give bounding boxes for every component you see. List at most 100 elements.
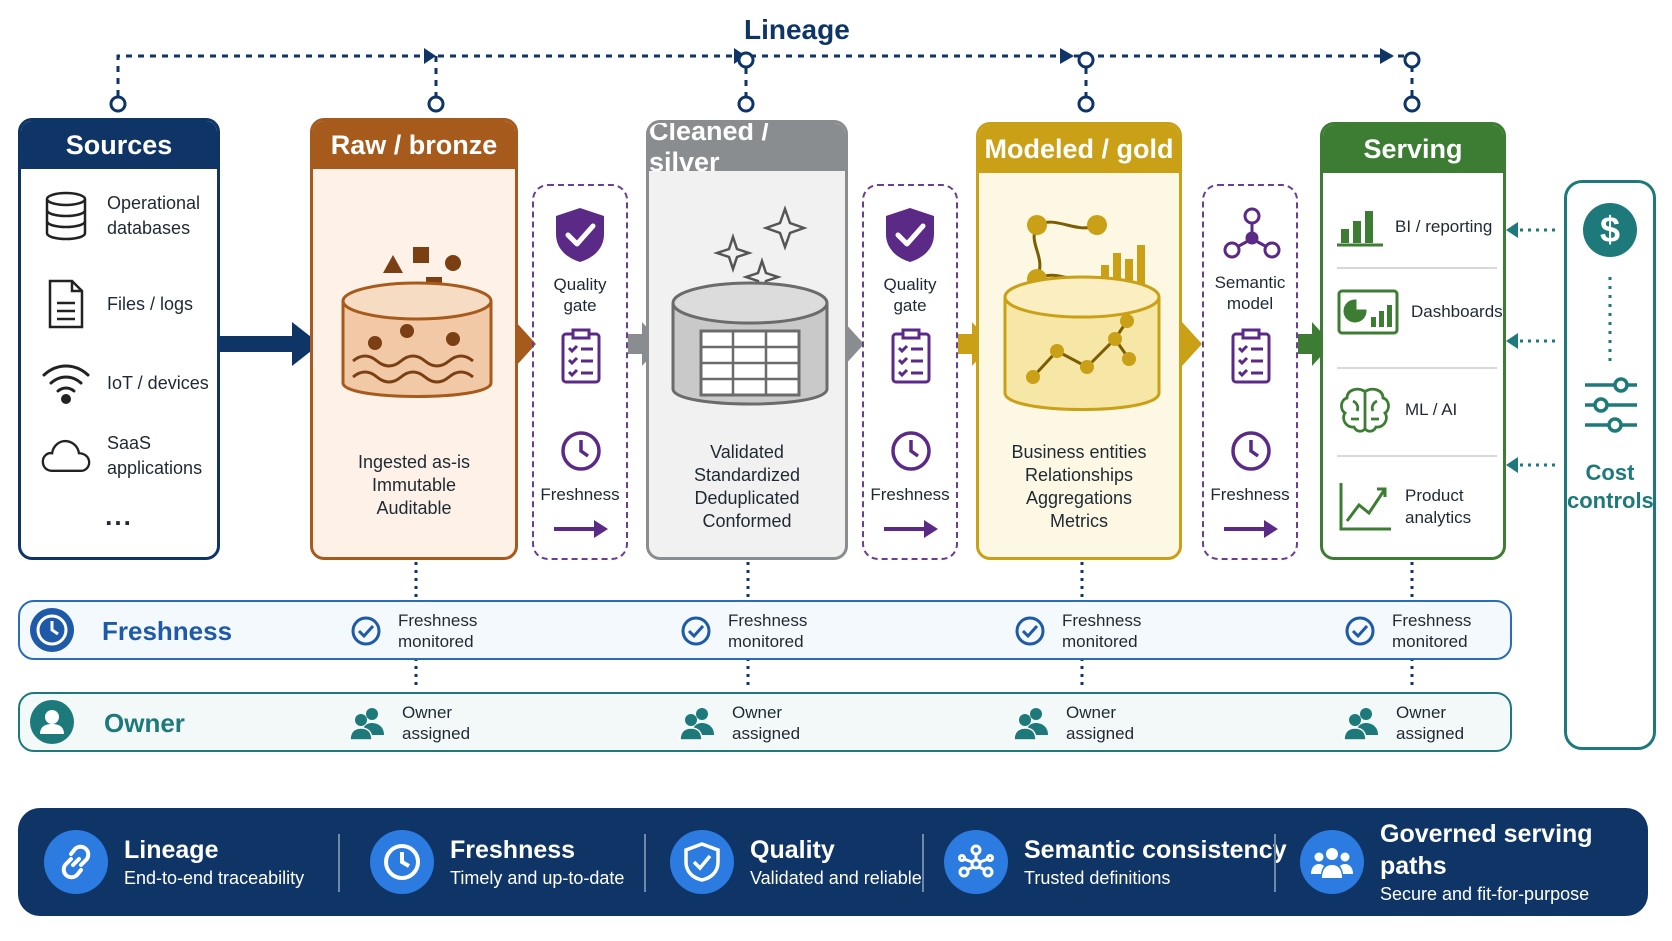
serving-ml-ai[interactable]: ML / AI <box>1337 385 1457 435</box>
shield-check-icon <box>556 208 604 262</box>
link-icon <box>44 830 108 894</box>
owner-band: Owner Owner assigned Owner assigned Owne… <box>18 692 1512 752</box>
freshness-band: Freshness Freshness monitored Freshness … <box>18 600 1512 660</box>
stage-modeled-gold: Modeled / gold Business entities Relatio… <box>976 122 1182 560</box>
divider <box>338 834 340 892</box>
check-circle-icon <box>681 616 711 646</box>
serving-panel: Serving BI / reporting Dashboards ML / A… <box>1320 122 1506 560</box>
serving-dashboards[interactable]: Dashboards <box>1337 289 1503 335</box>
users-icon <box>679 708 714 741</box>
stage-description: Validated Standardized Deduplicated Conf… <box>693 442 801 531</box>
file-icon <box>41 279 91 329</box>
more-sources: ... <box>105 501 133 531</box>
sliders-icon <box>1585 377 1637 433</box>
owner-assigned-bronze: Owner assigned <box>348 702 470 744</box>
source-label: Files / logs <box>107 293 194 314</box>
line-chart-icon <box>1339 483 1391 531</box>
source-label: SaaS applications <box>107 433 203 478</box>
serving-product-analytics[interactable]: Product analytics <box>1337 481 1471 533</box>
stage-description: Ingested as-is Immutable Auditable <box>357 452 471 518</box>
serving-arrow <box>1298 322 1332 366</box>
dashboard-icon <box>1337 289 1399 335</box>
freshness-monitored-gold: Freshness monitored <box>1014 610 1141 652</box>
divider <box>1337 455 1497 457</box>
quality-gate-2[interactable]: Quality gate Freshness <box>862 184 958 560</box>
wifi-icon <box>41 358 91 408</box>
freshness-monitored-silver: Freshness monitored <box>680 610 807 652</box>
semantic-model-gate[interactable]: Semantic model Freshness <box>1202 184 1298 560</box>
freshness-monitored-bronze: Freshness monitored <box>350 610 477 652</box>
check-circle-icon <box>1015 616 1045 646</box>
right-arrow-icon <box>554 520 608 538</box>
semantic-network-icon <box>1223 207 1281 259</box>
bar-chart-icon <box>1337 211 1383 247</box>
right-arrow-icon <box>884 520 938 538</box>
users-icon <box>349 708 384 741</box>
users-icon <box>1013 708 1048 741</box>
source-iot-devices[interactable]: IoT / devices <box>41 358 209 408</box>
serving-bi-reporting[interactable]: BI / reporting <box>1337 207 1492 247</box>
stage-description: Business entities Relationships Aggregat… <box>1011 442 1147 531</box>
gold-cylinder-icon <box>1003 215 1161 411</box>
lineage-label: Lineage <box>744 14 850 45</box>
semantic-network-icon <box>944 830 1008 894</box>
sources-panel: Sources Operational databases Files / lo… <box>18 118 220 560</box>
owner-assigned-silver: Owner assigned <box>678 702 800 744</box>
freshness-band-clock-icon <box>30 608 74 652</box>
source-label: IoT / devices <box>107 372 209 393</box>
gate-label: Quality gate <box>553 275 607 315</box>
stage-raw-bronze: Raw / bronze Ingested as-is Immutable Au… <box>310 118 518 560</box>
sources-arrow <box>220 322 320 366</box>
source-files-logs[interactable]: Files / logs <box>41 279 193 329</box>
quality-gate-1[interactable]: Quality gate Freshness <box>532 184 628 560</box>
shield-check-icon <box>670 830 734 894</box>
silver-cylinder-icon <box>671 205 829 406</box>
check-circle-icon <box>1345 616 1375 646</box>
clock-icon <box>561 431 601 471</box>
clock-icon <box>891 431 931 471</box>
shield-check-icon <box>886 208 934 262</box>
freshness-monitored-serving: Freshness monitored <box>1344 610 1471 652</box>
gate-freshness-label: Freshness <box>1210 485 1290 504</box>
owner-band-user-icon <box>30 700 74 744</box>
gold-arrow-out <box>1168 322 1202 366</box>
serving-title: Serving <box>1323 125 1503 173</box>
source-operational-databases[interactable]: Operational databases <box>41 191 200 241</box>
clock-icon <box>1231 431 1271 471</box>
checklist-icon <box>561 328 601 384</box>
divider <box>1337 267 1497 269</box>
divider <box>922 834 924 892</box>
divider <box>1337 367 1497 369</box>
gate-freshness-label: Freshness <box>870 485 950 504</box>
dollar-icon: $ <box>1583 203 1637 257</box>
source-label: Operational databases <box>107 193 201 238</box>
dotted-connector <box>1608 277 1612 361</box>
freshness-band-title: Freshness <box>102 616 233 646</box>
gate-label: Semantic model <box>1214 273 1286 313</box>
serving-label: BI / reporting <box>1395 217 1493 236</box>
divider <box>1274 834 1276 892</box>
brain-icon <box>1340 387 1390 433</box>
cost-controls-label: Cost controls <box>1567 460 1654 513</box>
stage-title: Modeled / gold <box>979 125 1179 173</box>
cloud-icon <box>41 431 91 481</box>
owner-band-title: Owner <box>104 708 185 738</box>
database-icon <box>41 191 91 241</box>
cost-controls-panel[interactable]: $ Cost controls <box>1564 180 1656 750</box>
bronze-cylinder-icon <box>341 247 493 398</box>
check-circle-icon <box>351 616 381 646</box>
right-arrow-icon <box>1224 520 1278 538</box>
bronze-arrow <box>500 322 536 366</box>
users-icon <box>1343 708 1378 741</box>
source-saas-applications[interactable]: SaaS applications <box>41 431 202 481</box>
checklist-icon <box>891 328 931 384</box>
stage-title: Cleaned / silver <box>649 123 845 177</box>
silver-arrow-in <box>628 322 662 366</box>
